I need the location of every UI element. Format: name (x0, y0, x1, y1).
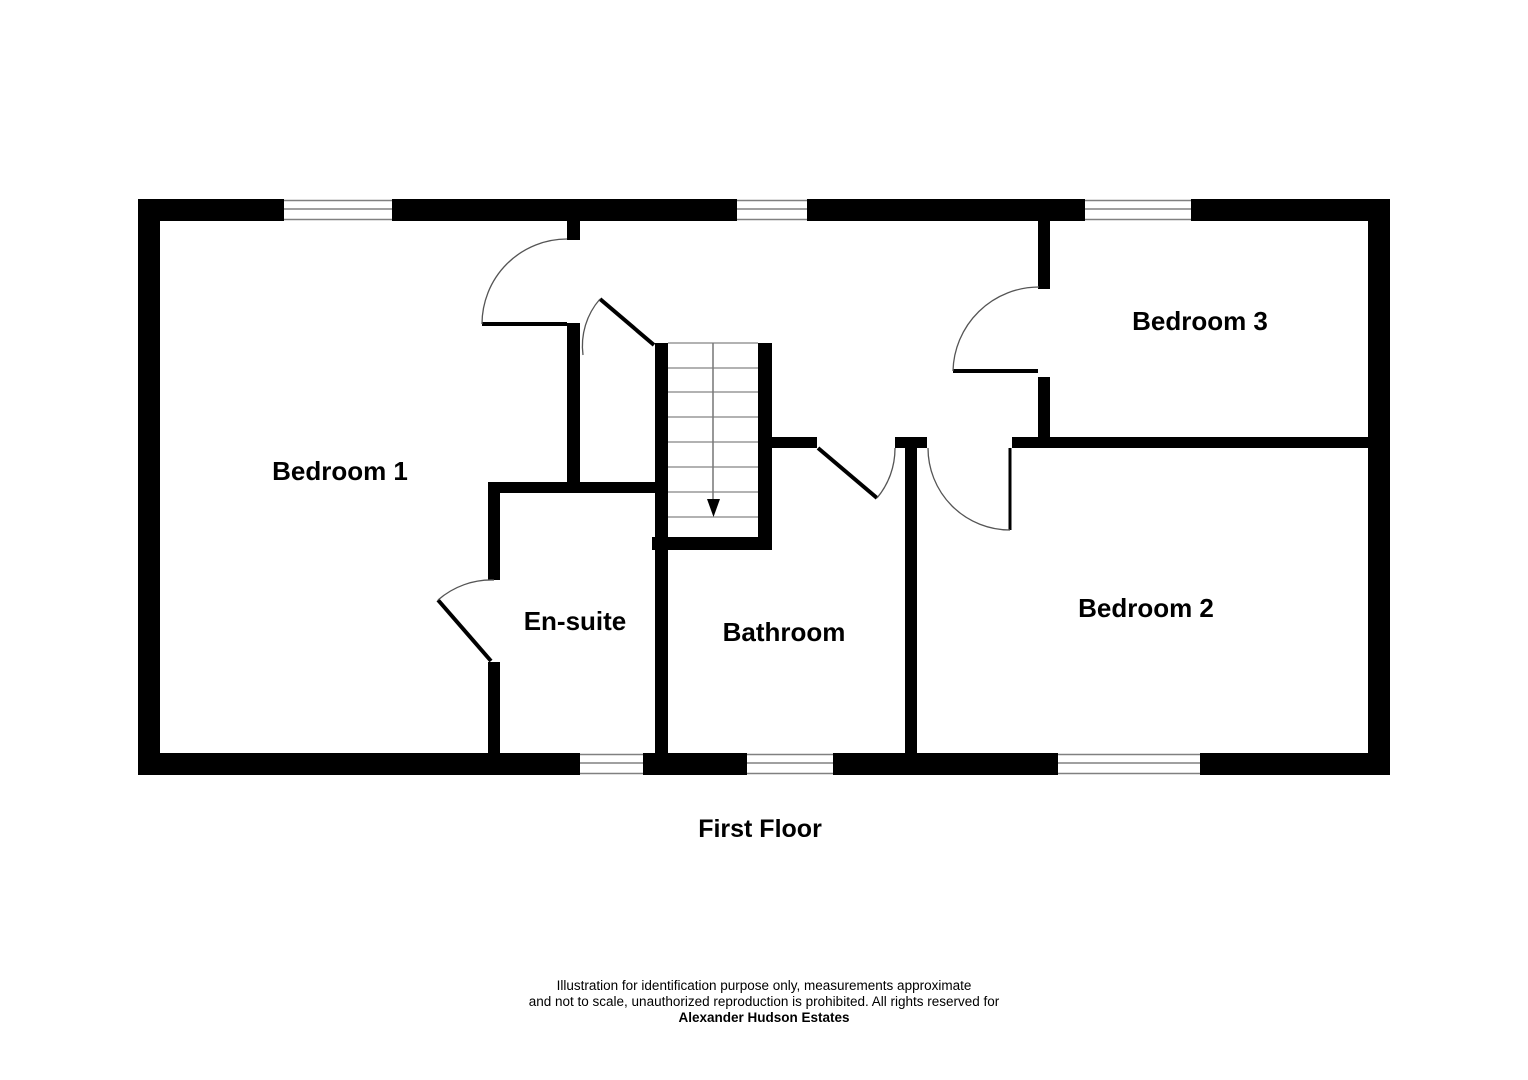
window-glass (747, 753, 833, 775)
wall-stair-bottom (652, 537, 772, 550)
window-glass (580, 753, 643, 775)
door-leaf (816, 446, 879, 500)
door-stairs-landing (581, 297, 656, 356)
floor-title: First Floor (698, 815, 822, 843)
wall-ensuite-top (488, 482, 668, 493)
door-bathroom (816, 446, 896, 500)
room-labels: Bedroom 1 Bedroom 2 Bedroom 3 En-suite B… (272, 306, 1268, 647)
room-label-bathroom: Bathroom (723, 617, 846, 647)
door-swing-arc (581, 298, 601, 356)
disclaimer-line-3: Alexander Hudson Estates (678, 1010, 849, 1025)
window-ensuite-bottom (580, 753, 643, 775)
windows (284, 199, 1200, 775)
window-bedroom3-top (1085, 199, 1191, 221)
window-glass (1058, 753, 1200, 775)
outer-wall-left (138, 199, 160, 775)
door-swing-arc (437, 579, 495, 601)
door-bedroom2 (927, 447, 1012, 531)
door-swing-arc (876, 447, 896, 499)
staircase (668, 342, 758, 518)
door-swing-arc (927, 447, 1011, 531)
room-label-bedroom-3: Bedroom 3 (1132, 306, 1268, 336)
window-glass (1085, 199, 1191, 221)
window-glass (737, 199, 807, 221)
wall-bedroom1-east-lower (567, 323, 580, 493)
window-bedroom1-top (284, 199, 392, 221)
door-leaf (436, 598, 493, 663)
wall-bedroom3-west-lower (1038, 377, 1050, 448)
wall-tcap (895, 437, 927, 448)
outer-wall-right (1368, 199, 1390, 775)
door-swing-arc (952, 286, 1040, 372)
window-landing-top (737, 199, 807, 221)
door-bedroom3 (952, 286, 1040, 373)
room-label-bedroom-1: Bedroom 1 (272, 456, 408, 486)
wall-ensuite-west-upper (488, 493, 500, 580)
wall-ensuite-west-lower (488, 662, 500, 753)
interior-walls (488, 221, 1368, 753)
window-glass (284, 199, 392, 221)
door-swing-arc (481, 238, 568, 325)
wall-stair-east (758, 343, 772, 550)
wall-bathroom-bedroom2 (905, 448, 917, 753)
room-label-ensuite: En-suite (524, 606, 627, 636)
window-bathroom-bottom (747, 753, 833, 775)
room-label-bedroom-2: Bedroom 2 (1078, 593, 1214, 623)
disclaimer-line-2: and not to scale, unauthorized reproduct… (529, 994, 1000, 1009)
disclaimer: Illustration for identification purpose … (529, 978, 1000, 1025)
stairs-down-arrow-icon (707, 499, 720, 517)
window-bedroom2-bottom (1058, 753, 1200, 775)
disclaimer-line-1: Illustration for identification purpose … (557, 978, 972, 993)
wall-landing-stub (772, 437, 817, 448)
door-bedroom1 (481, 238, 568, 326)
wall-bedroom3-west-upper (1038, 221, 1050, 289)
wall-bedroom3-bedroom2 (1012, 437, 1368, 448)
door-ensuite (436, 579, 495, 663)
door-leaf (598, 297, 656, 347)
doors (436, 238, 1040, 663)
wall-bedroom1-east-upper (567, 221, 580, 240)
